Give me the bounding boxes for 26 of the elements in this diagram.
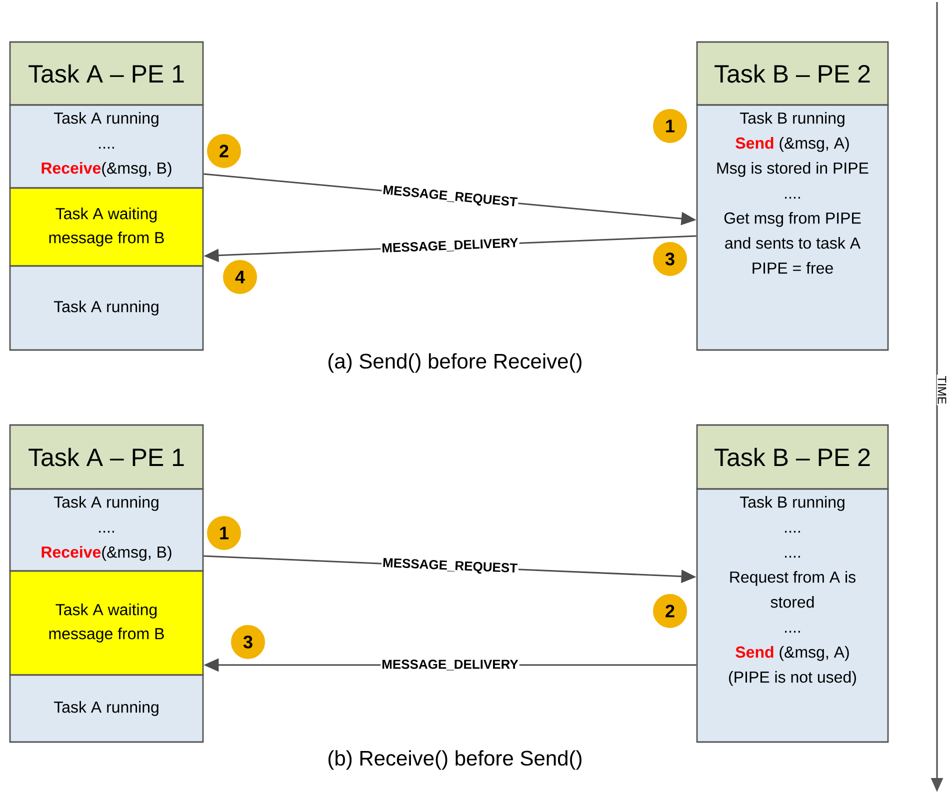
task-state-box: Task A running .... Receive(&msg, B): [9, 488, 204, 572]
task-state-box: Task A running: [9, 674, 204, 743]
axis-label: TIME: [936, 374, 948, 406]
step-number-badge: 2: [651, 592, 689, 630]
step-number-badge: 1: [651, 107, 689, 145]
task-header: Task A – PE 1: [9, 41, 204, 106]
task-header: Task B – PE 2: [696, 424, 889, 490]
task-header: Task B – PE 2: [696, 41, 889, 106]
task-state-box: Task B running Send (&msg, A) Msg is stored in PIPE .... Get msg from PIPE and sents to task A PIPE = free: [696, 104, 889, 351]
waiting-state-box: Task A waiting message from B: [9, 187, 204, 267]
edge-label: MESSAGE_REQUEST: [383, 558, 518, 574]
edge-label: MESSAGE_REQUEST: [383, 185, 518, 206]
edge-label: MESSAGE_DELIVERY: [382, 660, 518, 670]
edge-label: MESSAGE_DELIVERY: [382, 238, 518, 252]
step-number-badge: 3: [229, 623, 267, 661]
step-number-badge: 4: [221, 258, 259, 296]
step-number-badge: 3: [651, 240, 689, 278]
task-state-box: Task B running .... .... Request from A is stored .... Send (&msg, A) (PIPE is not used): [696, 488, 889, 743]
waiting-state-box: Task A waiting message from B: [9, 570, 204, 676]
task-header: Task A – PE 1: [9, 424, 204, 490]
task-state-box: Task A running: [9, 265, 204, 351]
step-number-badge: 2: [205, 132, 243, 170]
caption: (b) Receive() before Send(): [326, 749, 584, 771]
step-number-badge: 1: [205, 514, 243, 552]
task-state-box: Task A running .... Receive(&msg, B): [9, 104, 204, 189]
caption: (a) Send() before Receive(): [326, 352, 584, 374]
